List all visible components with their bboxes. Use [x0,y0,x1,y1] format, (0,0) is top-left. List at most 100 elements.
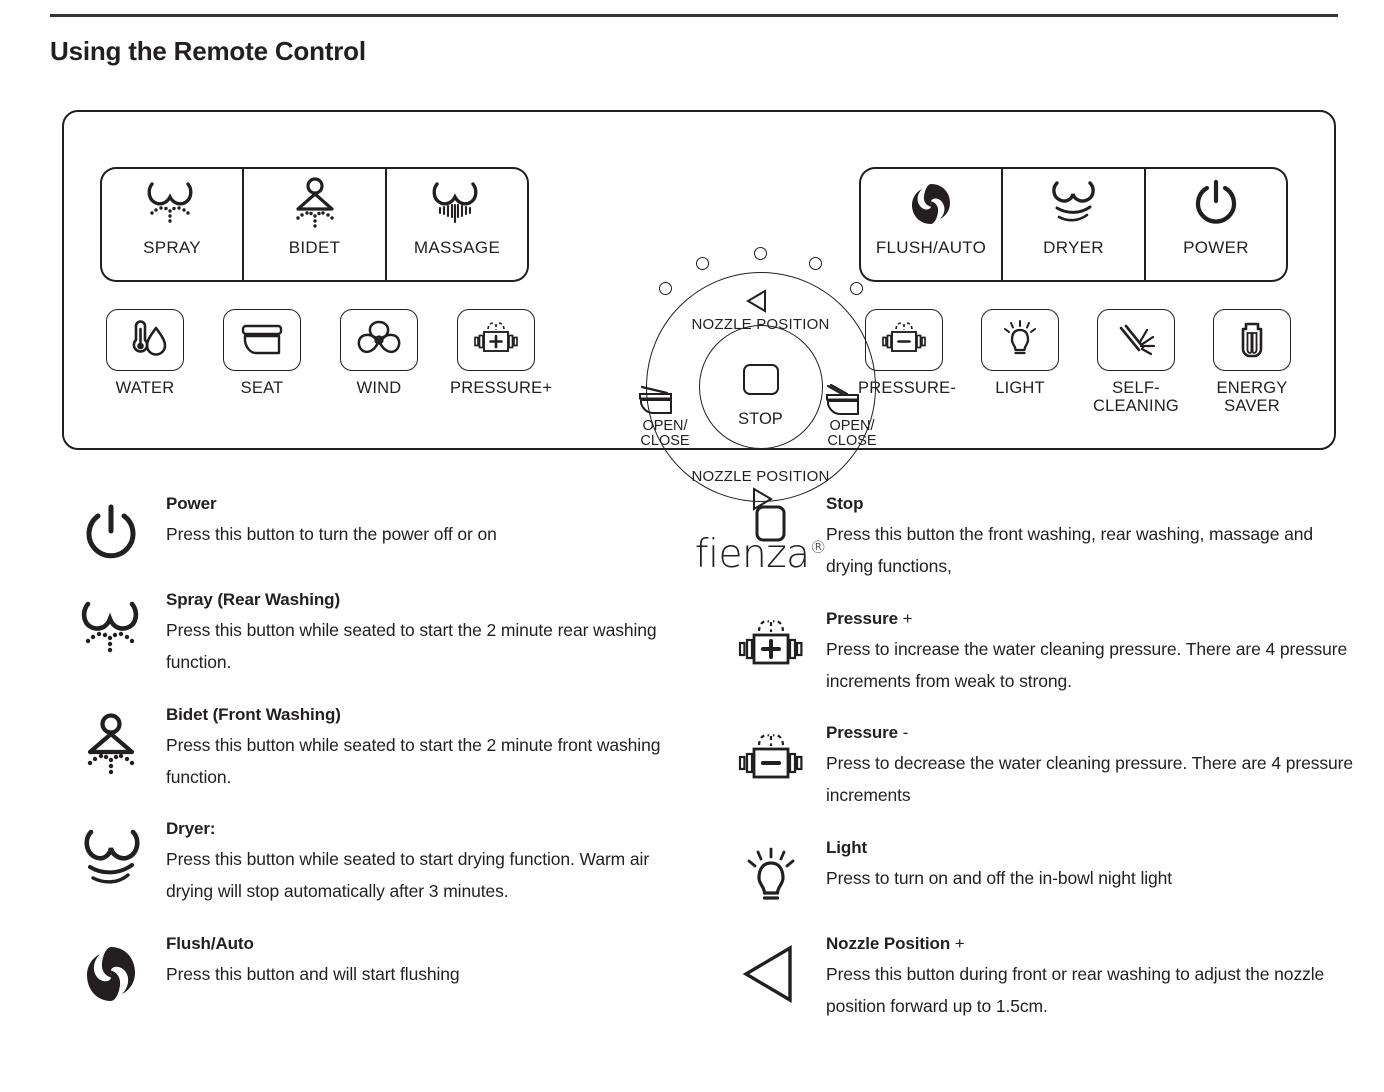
description-body: Power Press this button to turn the powe… [166,494,696,564]
description-text: Press this button while seated to start … [166,620,657,672]
power-button[interactable]: POWER [1145,167,1288,282]
description-text: Press this button the front washing, rea… [826,524,1313,576]
bidet-icon [56,705,166,794]
pressure-plus-icon [470,320,522,360]
title-text: Dryer: [166,819,216,839]
description-title: Dryer: [166,819,696,839]
open-close-right-label: OPEN/ CLOSE [827,418,877,450]
seat-button-label: SEAT [240,379,284,397]
pressure-minus-button[interactable] [865,309,943,371]
power-icon [56,494,166,564]
description-text: Press this button and will start flushin… [166,964,460,985]
seat-button[interactable] [223,309,301,371]
wind-button-cell: WIND [333,309,425,398]
bidet-icon [286,169,344,239]
light-bulb-icon [716,838,826,908]
spray-button[interactable]: SPRAY [100,167,243,282]
massage-icon [428,169,486,239]
nozzle-position-up-button[interactable] [743,288,777,314]
title-text: Pressure [826,723,898,743]
pressure-plus-button[interactable] [457,309,535,371]
description-title: Nozzle Position + [826,934,1356,954]
spacer [56,908,696,934]
header-divider [50,14,1338,17]
description-pressure-minus: Pressure - Press to decrease the water c… [716,723,1356,812]
water-button[interactable] [106,309,184,371]
title-text: Power [166,494,217,513]
dryer-button[interactable]: DRYER [1002,167,1145,282]
description-body: Dryer: Press this button while seated to… [166,819,696,908]
description-title: Pressure - [826,723,1356,743]
description-title: Light [826,838,1356,858]
title-suffix: + [950,934,965,954]
brand-name: fienza [694,532,810,577]
bidet-button[interactable]: BIDET [243,167,386,282]
remote-control-panel: SPRAY BIDE [62,110,1336,577]
pressure-minus-icon [878,320,930,360]
toilet-seat-icon [238,321,286,359]
nozzle-position-top-label: NOZZLE POSITION [691,316,830,333]
energy-saver-button-cell: ENERGY SAVER [1206,309,1298,416]
spacer [56,793,696,819]
description-power: Power Press this button to turn the powe… [56,494,696,564]
water-button-cell: WATER [99,309,191,398]
pressure-plus-button-cell: PRESSURE+ [450,309,552,398]
description-text: Press this button while seated to start … [166,734,661,787]
description-title: Spray (Rear Washing) [166,590,696,610]
self-cleaning-button-label: SELF- CLEANING [1093,379,1179,415]
description-pressure-plus: Pressure + Press to increase the water c… [716,609,1356,698]
massage-button[interactable]: MASSAGE [386,167,529,282]
led-indicator [754,247,767,260]
stop-label: STOP [738,410,783,428]
spacer [716,697,1356,723]
title-text: Stop [826,494,864,513]
description-light: Light Press to turn on and off the in-bo… [716,838,1356,908]
flush-auto-button[interactable]: FLUSH/AUTO [859,167,1002,282]
spacer [56,679,696,705]
description-body: Pressure + Press to increase the water c… [826,609,1356,698]
page-title: Using the Remote Control [50,36,366,66]
stop-icon[interactable] [743,364,779,395]
description-title: Pressure + [826,609,1356,629]
description-body: Bidet (Front Washing) Press this button … [166,705,696,794]
description-text: Press to turn on and off the in-bowl nig… [826,868,1173,889]
descriptions-right-column: Stop Press this button the front washing… [716,494,1356,1023]
fan-icon [357,319,401,361]
spacer [716,812,1356,838]
right-button-group: FLUSH/AUTO DRYER [859,167,1288,282]
description-title: Power [166,494,696,514]
water-temperature-icon [123,320,167,360]
spacer [716,908,1356,934]
stop-icon [716,494,826,583]
lid-open-close-right-button[interactable]: OPEN/ CLOSE [820,384,884,449]
pressure-plus-icon [716,609,826,698]
led-indicator [659,282,672,295]
energy-saver-button[interactable] [1213,309,1291,371]
description-dryer: Dryer: Press this button while seated to… [56,819,696,908]
dryer-button-label: DRYER [1043,238,1104,257]
power-icon [1193,169,1239,239]
title-text: Pressure [826,608,898,628]
descriptions-left-column: Power Press this button to turn the powe… [56,494,696,1006]
flush-auto-icon [56,934,166,1006]
spray-button-label: SPRAY [143,238,201,257]
massage-button-label: MASSAGE [413,238,501,257]
energy-saver-button-label: ENERGY SAVER [1216,379,1288,415]
self-cleaning-button-cell: SELF- CLEANING [1090,309,1182,416]
dryer-icon [56,819,166,908]
led-indicator [809,257,822,270]
wind-button[interactable] [340,309,418,371]
description-title: Flush/Auto [166,934,696,954]
spray-icon [143,169,201,239]
description-body: Spray (Rear Washing) Press this button w… [166,590,696,679]
nozzle-position-down-button[interactable] [743,486,777,512]
title-text: Bidet (Front Washing) [166,704,341,724]
seat-open-close-left-button[interactable]: OPEN/ CLOSE [633,384,697,449]
nozzle-position-icon [716,934,826,1023]
title-text: Flush/Auto [166,934,254,954]
light-button[interactable] [981,309,1059,371]
self-cleaning-button[interactable] [1097,309,1175,371]
power-button-label: POWER [1183,238,1249,257]
description-bidet: Bidet (Front Washing) Press this button … [56,705,696,794]
